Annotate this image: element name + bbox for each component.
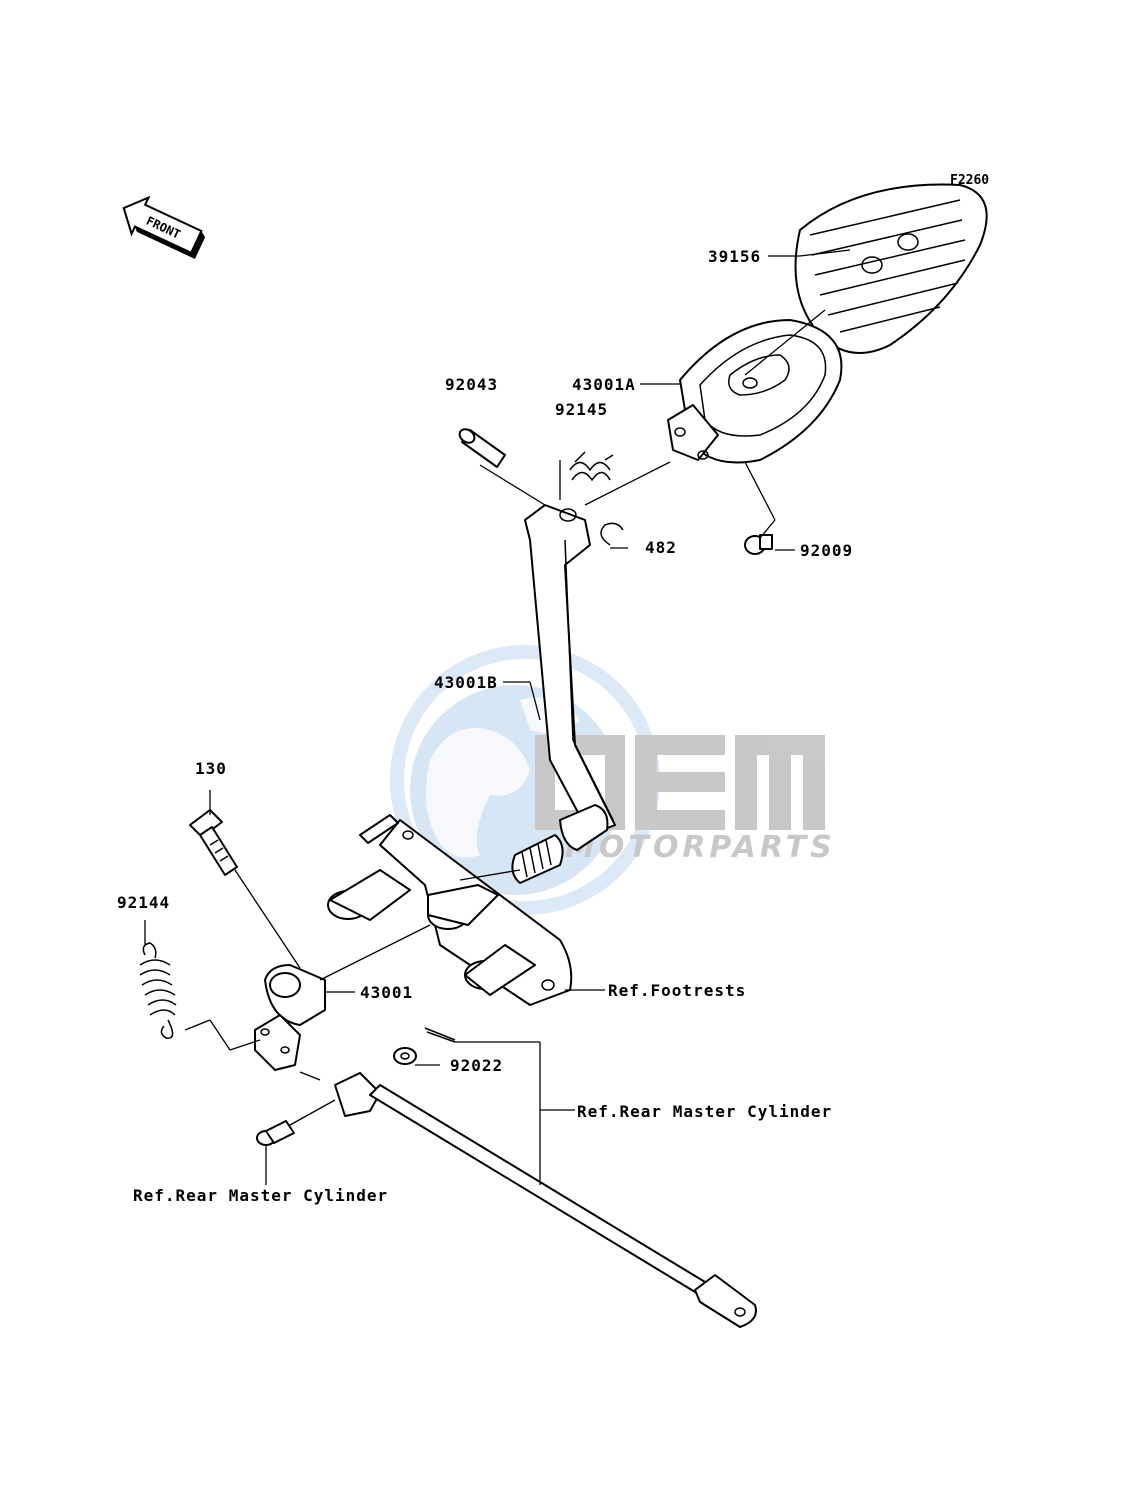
clevis-pin <box>256 1120 295 1146</box>
clip-482 <box>600 522 624 546</box>
pushrod <box>334 1072 757 1328</box>
pedal-pad-43001A <box>667 319 843 464</box>
leader-lines <box>144 249 851 1185</box>
label-43001A: 43001A <box>572 375 636 394</box>
front-arrow-icon: FRONT <box>122 195 206 259</box>
label-43001: 43001 <box>360 983 413 1002</box>
label-482: 482 <box>645 538 677 557</box>
label-43001B: 43001B <box>434 673 498 692</box>
label-92022: 92022 <box>450 1056 503 1075</box>
spring-92144 <box>139 942 177 1039</box>
bolt-130 <box>189 809 238 876</box>
cotter-pin <box>424 1027 456 1043</box>
pedal-rubber-39156 <box>794 183 988 354</box>
watermark-subtext: MOTORPARTS <box>565 830 836 865</box>
label-92009: 92009 <box>800 541 853 560</box>
pedal-shaft-43001 <box>254 964 326 1071</box>
label-130: 130 <box>195 759 227 778</box>
label-ref-rear-master-cylinder-left: Ref.Rear Master Cylinder <box>133 1186 388 1205</box>
label-ref-rear-master-cylinder-right: Ref.Rear Master Cylinder <box>577 1102 832 1121</box>
pedal-arm-43001B <box>511 504 616 884</box>
pin-92043 <box>458 428 506 468</box>
footrest-bracket <box>327 814 573 1006</box>
spring-92145 <box>569 451 614 482</box>
washer-92022 <box>393 1047 417 1065</box>
label-92144: 92144 <box>117 893 170 912</box>
label-92043: 92043 <box>445 375 498 394</box>
label-ref-footrests: Ref.Footrests <box>608 981 746 1000</box>
label-39156: 39156 <box>708 247 761 266</box>
bolt-92009 <box>744 534 773 555</box>
label-92145: 92145 <box>555 400 608 419</box>
